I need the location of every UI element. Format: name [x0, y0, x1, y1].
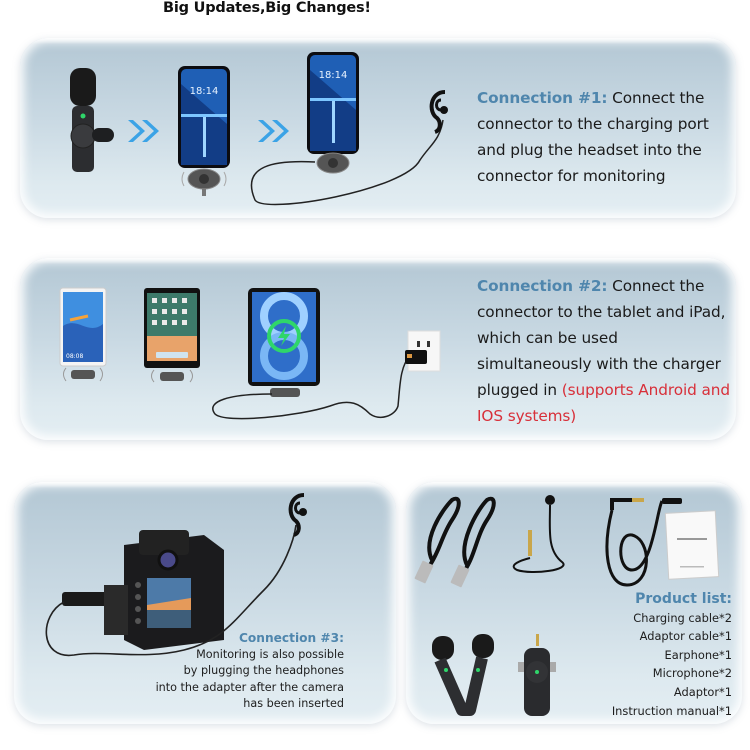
connection-3-title: Connection #3: — [238, 631, 344, 645]
connection-2-title: Connection #2: — [477, 277, 608, 295]
connection-2-text: Connect the connector to the tablet and … — [477, 277, 726, 399]
connection-1-title: Connection #1: — [477, 89, 608, 107]
product-list-item: Charging cable*2 — [633, 610, 732, 625]
product-list-title: Product list: — [635, 591, 732, 607]
double-chevron-arrow-icon — [256, 118, 292, 144]
connection-1-description: Connection #1: Connect the connector to … — [477, 85, 732, 189]
phone-with-earphone-image: 18:14 — [245, 50, 475, 215]
product-list-item: Adaptor*1 — [673, 684, 732, 699]
android-tablet-image: 08:08 — [58, 286, 108, 396]
connection-1-text: Connect the connector to the charging po… — [477, 89, 709, 185]
product-list-panel: Product list: Charging cable*2 Adaptor c… — [406, 482, 742, 724]
headline: Big Updates,Big Changes! — [163, 0, 371, 16]
usb-cable-icon — [414, 496, 461, 584]
connection-2-highlight: (supports Android and IOS systems) — [477, 381, 730, 425]
instruction-manual-icon — [664, 510, 720, 580]
connection-2-description: Connection #2: Connect the connector to … — [477, 273, 732, 429]
usb-cable-icon — [450, 496, 496, 588]
svg-text:18:14: 18:14 — [190, 86, 219, 97]
ipad-image — [142, 286, 204, 396]
connection-3-line: Monitoring is also possible — [196, 647, 344, 661]
product-list-item: Earphone*1 — [664, 647, 732, 662]
connection-3-line: into the adapter after the camera — [155, 680, 344, 694]
svg-text:18:14: 18:14 — [319, 70, 348, 81]
connection-3-line: has been inserted — [243, 697, 344, 710]
connection-1-panel: 18:14 18:14 Connection — [20, 38, 736, 218]
ipad-charging-image — [210, 286, 470, 426]
wireless-mic-image — [68, 66, 118, 176]
product-list-item: Instruction manual*1 — [611, 703, 732, 718]
connection-3-line: by plugging the headphones — [183, 664, 344, 677]
connection-3-panel: Connection #3: Monitoring is also possib… — [14, 482, 396, 724]
accessories-image — [412, 490, 732, 590]
product-list-item: Adaptor cable*1 — [639, 629, 732, 644]
dslr-camera-image — [34, 490, 324, 680]
product-list-item: Microphone*2 — [652, 666, 732, 681]
svg-text:08:08: 08:08 — [66, 353, 83, 360]
double-chevron-arrow-icon — [126, 118, 162, 144]
adaptor-cable-icon — [605, 498, 682, 587]
microphones-and-adaptor-image — [432, 634, 582, 722]
connection-3-description: Connection #3: Monitoring is also possib… — [144, 630, 344, 713]
product-list: Product list: Charging cable*2 Adaptor c… — [542, 590, 732, 720]
phone-with-receiver-image: 18:14 — [176, 64, 236, 212]
earphone-icon — [512, 495, 565, 573]
connection-2-panel: 08:08 — [20, 258, 736, 440]
